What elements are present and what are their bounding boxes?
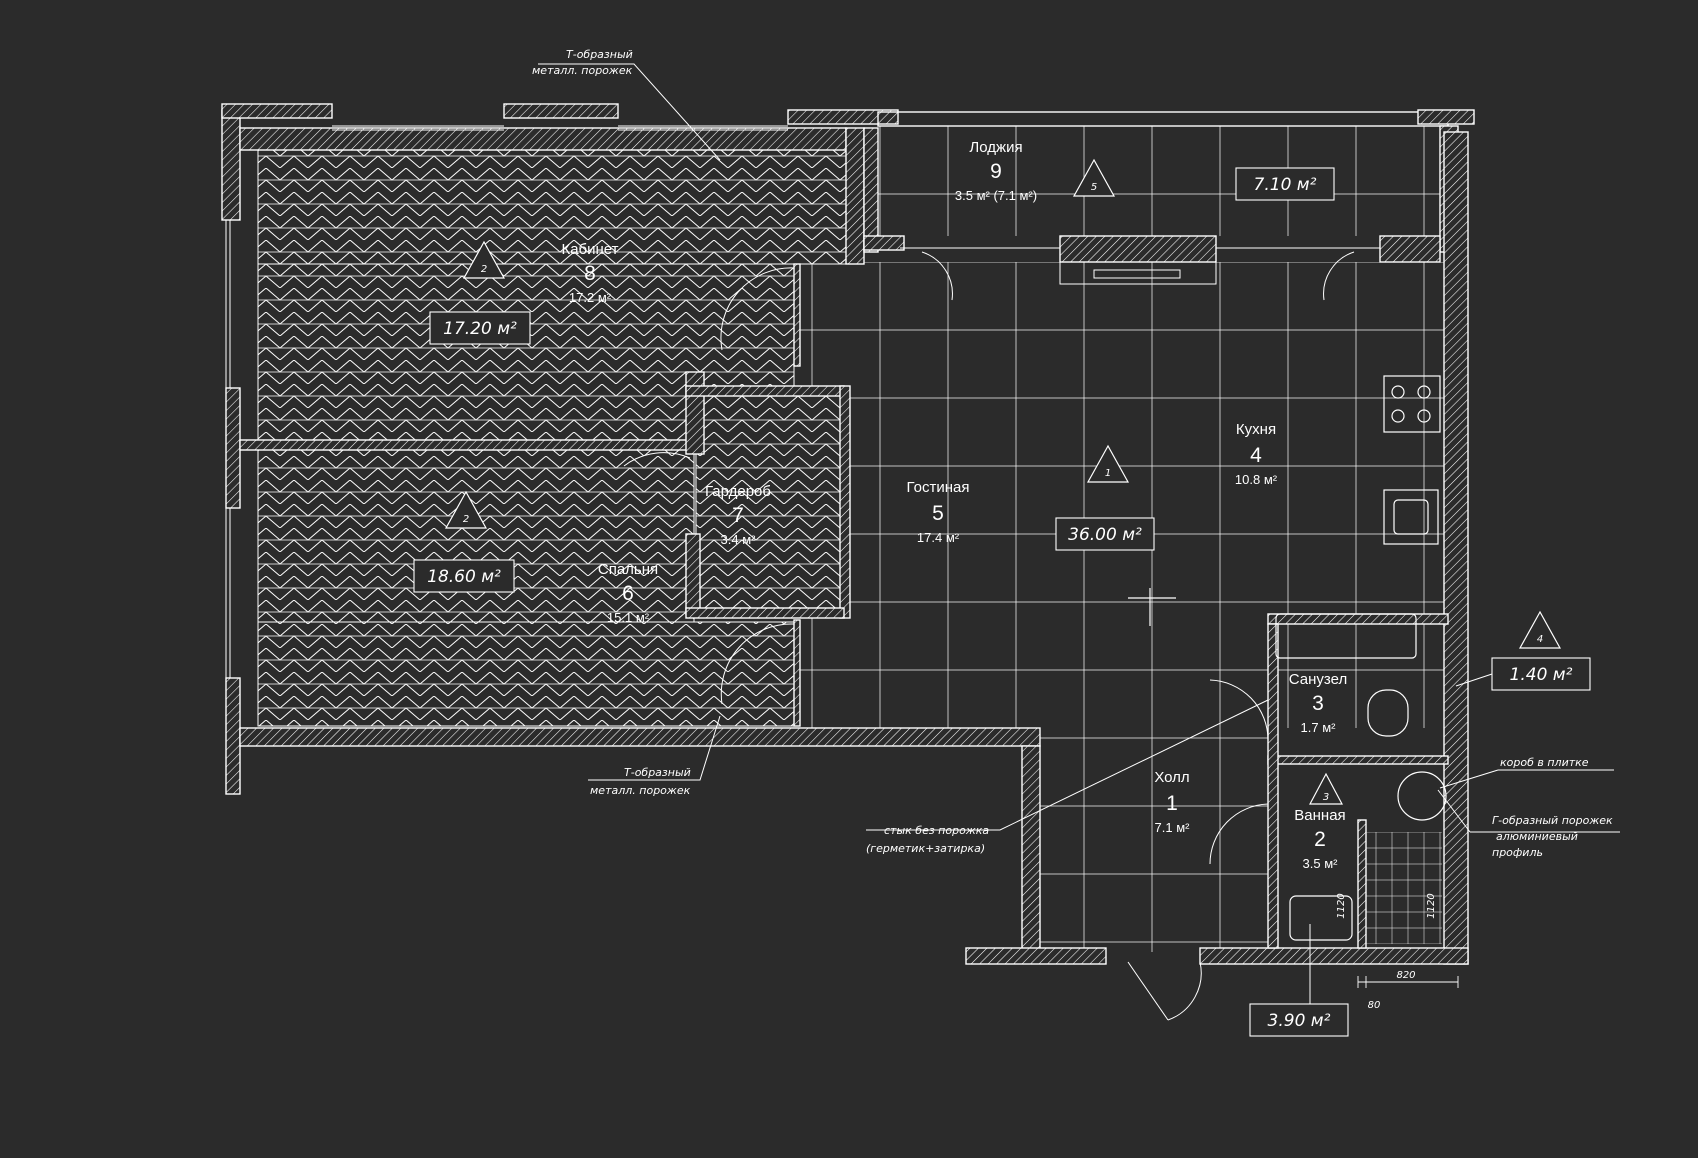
note-g-threshold-2: алюминиевый <box>1496 830 1578 843</box>
room-area-hall: 7.1 м² <box>1155 820 1191 835</box>
area-tag-wc: 1.40 м² <box>1510 665 1573 685</box>
note-joint-1: стык без порожка <box>884 824 989 837</box>
bathtub-icon <box>1275 613 1417 659</box>
room-number-study: 8 <box>584 262 596 285</box>
room-area-kitchen: 10.8 м² <box>1235 472 1278 487</box>
room-area-living: 17.4 м² <box>917 530 960 545</box>
note-g-threshold-1: Г-образный порожек <box>1492 814 1613 827</box>
room-area-bedroom: 15.1 м² <box>607 610 650 625</box>
marker-1: 1 <box>1105 468 1111 479</box>
room-area-wardrobe: 3.4 м² <box>721 532 757 547</box>
room-area-loggia: 3.5 м² (7.1 м²) <box>955 188 1037 203</box>
room-name-loggia: Лоджия <box>969 139 1022 156</box>
fixtures <box>1128 375 1447 941</box>
finish-markers <box>444 158 1562 805</box>
room-number-living: 5 <box>932 502 944 525</box>
room-number-bathroom: 2 <box>1314 828 1326 851</box>
dim-1120-left: 1120 <box>1336 893 1347 918</box>
dimension-lines <box>1357 976 1459 988</box>
room-name-study: Кабинет <box>561 241 618 258</box>
dim-80: 80 <box>1368 1000 1381 1011</box>
note-g-threshold-3: профиль <box>1492 846 1543 859</box>
dim-820: 820 <box>1396 970 1415 981</box>
annotations: Т-образный металл. порожек Т-образный ме… <box>532 48 1613 859</box>
floor-parquet <box>257 149 847 727</box>
marker-2a: 2 <box>481 264 487 275</box>
note-joint-2: (герметик+затирка) <box>866 842 985 855</box>
room-name-wardrobe: Гардероб <box>705 483 771 500</box>
note-t-threshold-top-1: Т-образный <box>566 48 633 61</box>
door-swings <box>623 251 1355 1021</box>
area-tag-loggia: 7.10 м² <box>1254 175 1317 195</box>
dim-1120-right: 1120 <box>1426 893 1437 918</box>
room-name-hall: Холл <box>1154 769 1189 786</box>
marker-4: 4 <box>1537 634 1543 645</box>
room-number-wc: 3 <box>1312 692 1324 715</box>
room-labels: Холл 1 7.1 м² Ванная 2 3.5 м² Санузел 3 … <box>561 139 1347 871</box>
stove-icon <box>1383 375 1441 433</box>
area-tag-bath: 3.90 м² <box>1268 1011 1331 1031</box>
note-box-tile: короб в плитке <box>1500 756 1589 769</box>
room-number-hall: 1 <box>1166 792 1178 815</box>
marker-2b: 2 <box>463 514 469 525</box>
leader-lines <box>538 63 1620 1004</box>
room-number-bedroom: 6 <box>622 582 634 605</box>
room-area-study: 17.2 м² <box>569 290 612 305</box>
walls <box>221 103 1475 965</box>
note-t-threshold-top-2: металл. порожек <box>532 64 633 77</box>
washbasin-icon <box>1289 895 1353 941</box>
note-t-threshold-bottom-1: Т-образный <box>624 766 691 779</box>
room-name-bathroom: Ванная <box>1294 807 1345 824</box>
room-name-living: Гостиная <box>907 479 970 496</box>
marker-5: 5 <box>1091 182 1097 193</box>
room-name-bedroom: Спальня <box>598 561 658 578</box>
toilet-icon <box>1367 689 1409 737</box>
shower-icon <box>1397 771 1447 821</box>
area-tag-living: 36.00 м² <box>1068 525 1142 545</box>
room-number-wardrobe: 7 <box>732 504 744 527</box>
sink-icon <box>1383 489 1439 545</box>
room-number-loggia: 9 <box>990 160 1002 183</box>
room-name-kitchen: Кухня <box>1236 421 1276 438</box>
floor-tiles <box>800 126 1444 952</box>
area-tag-bedroom: 18.60 м² <box>427 567 501 587</box>
room-area-wc: 1.7 м² <box>1301 720 1337 735</box>
room-name-wc: Санузел <box>1289 671 1347 688</box>
room-number-kitchen: 4 <box>1250 444 1262 467</box>
area-tag-study: 17.20 м² <box>443 319 517 339</box>
room-area-bathroom: 3.5 м² <box>1303 856 1339 871</box>
windows <box>225 125 1380 678</box>
marker-3: 3 <box>1323 792 1329 803</box>
area-tags <box>413 167 1591 1037</box>
note-t-threshold-bottom-2: металл. порожек <box>590 784 691 797</box>
